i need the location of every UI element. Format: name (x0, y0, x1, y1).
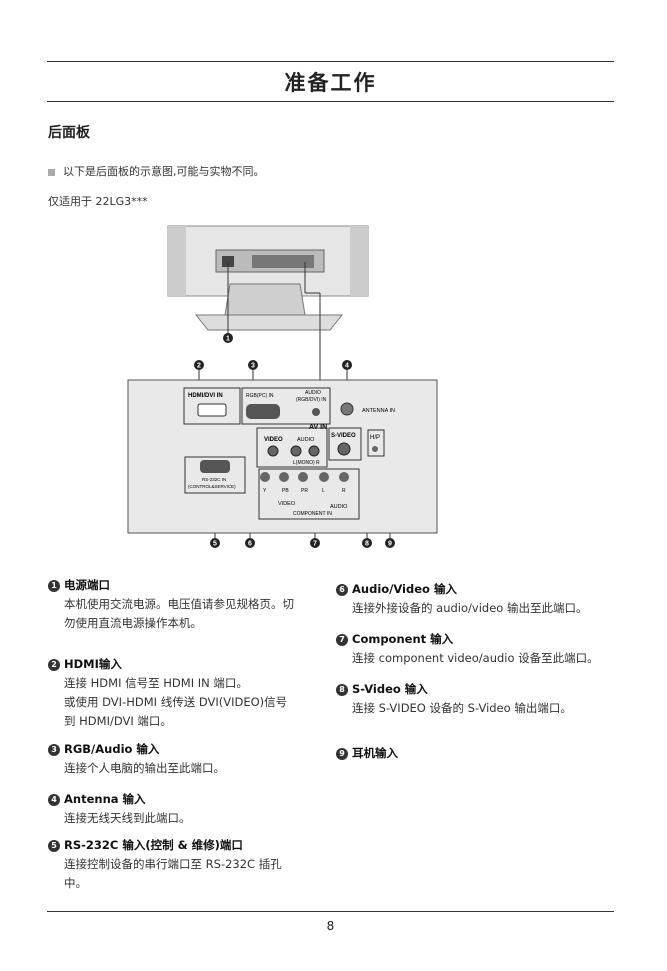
port-item-7: 7 Component 输入连接 component video/audio 设备… (336, 630, 599, 668)
item-description: 本机使用交流电源。电压值请参见规格页。切 (64, 597, 294, 611)
item-description: 连接 HDMI 信号至 HDMI IN 端口。 (64, 676, 248, 690)
svg-text:AUDIO: AUDIO (305, 390, 321, 396)
svg-text:(CONTROL&SERVICE): (CONTROL&SERVICE) (188, 484, 236, 489)
item-title: 耳机输入 (352, 746, 398, 760)
model-note: 仅适用于 22LG3*** (48, 195, 148, 208)
bottom-rule (47, 911, 614, 912)
item-description: 勿使用直流电源操作本机。 (64, 616, 202, 630)
svg-text:S-VIDEO: S-VIDEO (331, 433, 356, 439)
number-badge-icon: 3 (48, 743, 60, 756)
svg-text:Y: Y (263, 488, 267, 494)
item-heading: 2 HDMI输入 (48, 655, 287, 674)
item-title: 电源端口 (64, 578, 110, 592)
antenna-port (340, 402, 354, 416)
item-description: 连接无线天线到此端口。 (64, 811, 191, 825)
number-badge-icon: 1 (48, 579, 60, 592)
port-item-8: 8 S-Video 输入连接 S-VIDEO 设备的 S-Video 输出端口。 (336, 680, 572, 718)
item-description: 或使用 DVI-HDMI 线传送 DVI(VIDEO)信号 (64, 695, 288, 709)
callout-8: 8 (365, 541, 369, 548)
item-heading: 5 RS-232C 输入(控制 & 维修)端口 (48, 836, 282, 855)
item-heading: 9 耳机输入 (336, 744, 398, 763)
item-description: 连接控制设备的串行端口至 RS-232C 插孔 (64, 857, 282, 871)
svg-text:H/P: H/P (370, 435, 380, 441)
item-heading: 3 RGB/Audio 输入 (48, 740, 225, 759)
svg-text:VIDEO: VIDEO (278, 501, 296, 507)
item-title: S-Video 输入 (352, 682, 428, 696)
section-heading: 后面板 (48, 125, 90, 141)
port-item-3: 3 RGB/Audio 输入连接个人电脑的输出至此端口。 (48, 740, 225, 778)
svg-text:COMPONENT IN: COMPONENT IN (293, 511, 332, 517)
rs232c-port (200, 460, 230, 473)
item-description: 连接个人电脑的输出至此端口。 (64, 761, 225, 775)
title-rule (47, 101, 614, 102)
item-title: Audio/Video 输入 (352, 582, 457, 596)
item-heading: 1 电源端口 (48, 576, 294, 595)
number-badge-icon: 9 (336, 747, 348, 760)
note: 以下是后面板的示意图,可能与实物不同。 (48, 163, 265, 179)
svg-text:RS-232C IN: RS-232C IN (202, 477, 226, 482)
audio-jack (312, 408, 320, 416)
item-title: HDMI输入 (64, 657, 122, 671)
port-item-2: 2 HDMI输入连接 HDMI 信号至 HDMI IN 端口。或使用 DVI-HD… (48, 655, 287, 731)
headphone-jack (372, 446, 378, 452)
port-item-9: 9 耳机输入 (336, 744, 398, 763)
svg-text:L(MONO) R: L(MONO) R (293, 460, 320, 466)
svg-text:VIDEO: VIDEO (264, 437, 283, 443)
item-description: 中。 (64, 876, 87, 890)
tv-back-illustration (167, 225, 369, 331)
callout-1: 1 (226, 336, 230, 343)
svg-text:R: R (342, 488, 346, 494)
hdmi-port (197, 403, 227, 417)
top-rule (47, 61, 614, 62)
svideo-port (337, 442, 351, 456)
item-heading: 6 Audio/Video 输入 (336, 580, 587, 599)
callout-2: 2 (197, 363, 201, 370)
item-heading: 7 Component 输入 (336, 630, 599, 649)
number-badge-icon: 2 (48, 658, 60, 671)
rear-panel-diagram: HDMI/DVI IN RGB(PC) IN AUDIO (RGB/DVI) I… (127, 225, 438, 548)
rgb-port (246, 404, 280, 419)
svg-text:AUDIO: AUDIO (297, 437, 315, 443)
number-badge-icon: 5 (48, 839, 60, 852)
item-description: 连接外接设备的 audio/video 输出至此端口。 (352, 601, 588, 615)
callout-7: 7 (313, 541, 317, 548)
item-heading: 4 Antenna 输入 (48, 790, 191, 809)
page-title: 准备工作 (284, 71, 377, 95)
number-badge-icon: 7 (336, 633, 348, 646)
bullet-icon (48, 168, 55, 176)
callout-5: 5 (213, 541, 217, 548)
svg-text:(RGB/DVI) IN: (RGB/DVI) IN (296, 397, 327, 403)
svg-text:RGB(PC) IN: RGB(PC) IN (246, 393, 274, 399)
svg-text:PR: PR (301, 488, 308, 494)
port-item-6: 6 Audio/Video 输入连接外接设备的 audio/video 输出至此端… (336, 580, 587, 618)
number-badge-icon: 8 (336, 683, 348, 696)
number-badge-icon: 6 (336, 583, 348, 596)
page-number: 8 (326, 919, 335, 933)
svg-text:AUDIO: AUDIO (330, 504, 348, 510)
port-item-1: 1 电源端口本机使用交流电源。电压值请参见规格页。切勿使用直流电源操作本机。 (48, 576, 294, 633)
callout-9: 9 (388, 541, 392, 548)
port-item-5: 5 RS-232C 输入(控制 & 维修)端口连接控制设备的串行端口至 RS-23… (48, 836, 282, 893)
port-item-4: 4 Antenna 输入连接无线天线到此端口。 (48, 790, 191, 828)
item-title: RGB/Audio 输入 (64, 742, 160, 756)
svg-text:PB: PB (282, 488, 289, 494)
svg-text:ANTENNA IN: ANTENNA IN (362, 408, 395, 414)
note-text: 以下是后面板的示意图,可能与实物不同。 (63, 165, 265, 178)
item-description: 到 HDMI/DVI 端口。 (64, 714, 172, 728)
item-title: Component 输入 (352, 632, 454, 646)
item-description: 连接 S-VIDEO 设备的 S-Video 输出端口。 (352, 701, 572, 715)
callout-3: 3 (251, 363, 255, 370)
svg-text:L: L (322, 488, 325, 494)
item-description: 连接 component video/audio 设备至此端口。 (352, 651, 599, 665)
number-badge-icon: 4 (48, 793, 60, 806)
callout-6: 6 (248, 541, 252, 548)
rear-panel (127, 379, 438, 534)
item-heading: 8 S-Video 输入 (336, 680, 572, 699)
item-title: Antenna 输入 (64, 792, 146, 806)
item-title: RS-232C 输入(控制 & 维修)端口 (64, 838, 243, 852)
callout-4: 4 (345, 363, 349, 370)
svg-text:HDMI/DVI IN: HDMI/DVI IN (188, 393, 223, 399)
